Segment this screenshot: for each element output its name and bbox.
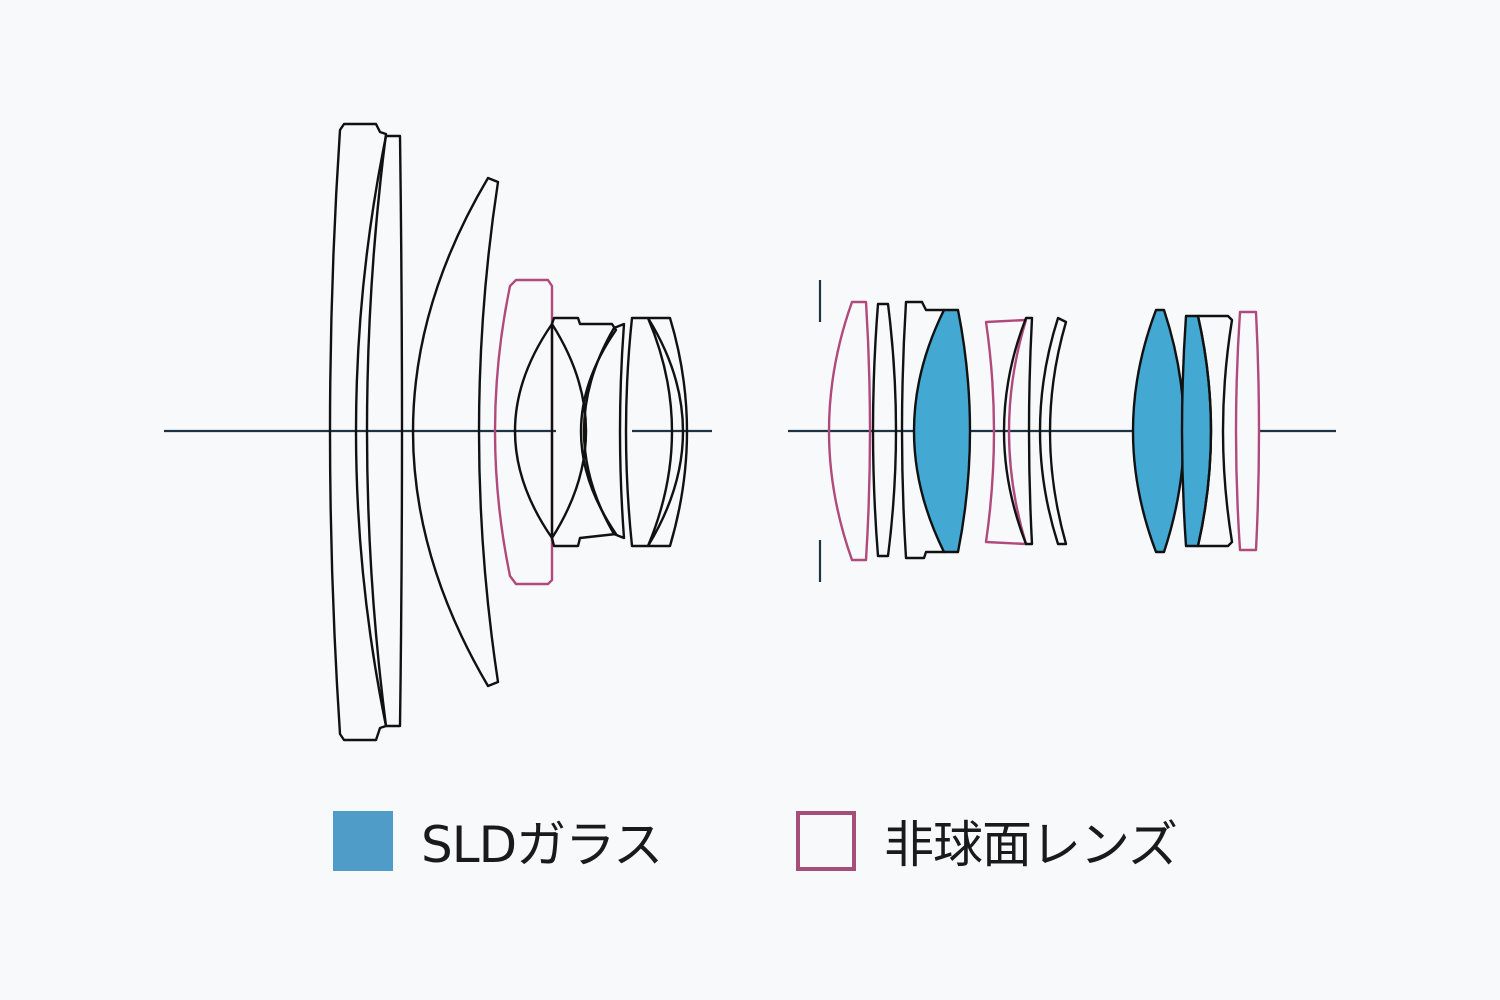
lens-element-17	[1180, 314, 1213, 548]
front-lens-group	[328, 122, 689, 742]
lens-element-5	[513, 322, 554, 540]
lens-element-10	[871, 302, 898, 558]
lens-element-4	[493, 278, 554, 586]
lens-element-8	[624, 316, 689, 548]
legend-aspherical: 非球面レンズ	[796, 808, 1178, 874]
lens-element-1	[328, 122, 388, 742]
lens-element-16	[1131, 308, 1186, 554]
lens-element-19	[1234, 310, 1261, 552]
lens-element-15	[1038, 316, 1068, 546]
lens-element-12	[912, 308, 972, 554]
lens-diagram-svg	[164, 122, 1336, 742]
legend-aspherical-label: 非球面レンズ	[884, 816, 1178, 874]
lens-element-2	[354, 134, 404, 728]
lens-element-14	[1002, 316, 1034, 546]
lens-element-9	[827, 300, 872, 562]
legend-sld: SLDガラス	[333, 808, 663, 874]
lens-element-18	[1196, 314, 1234, 548]
legend-sld-label: SLDガラス	[421, 816, 663, 874]
lens-element-7	[582, 322, 626, 540]
legend-aspherical-swatch	[796, 811, 856, 871]
legend-sld-swatch	[333, 811, 393, 871]
lens-element-3	[411, 176, 500, 688]
rear-lens-group	[827, 300, 1261, 562]
